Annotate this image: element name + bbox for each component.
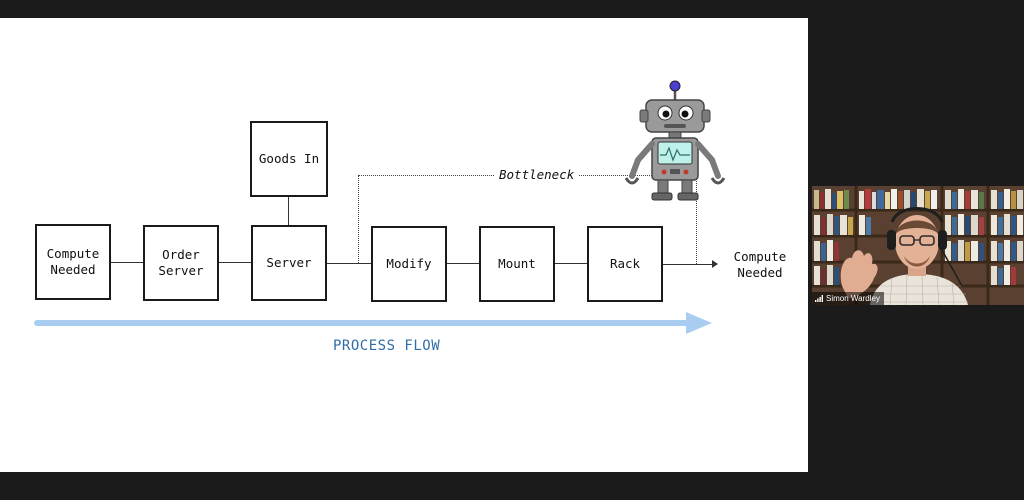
box-modify: Modify [371,226,447,302]
participant-video-feed [812,186,1024,305]
box-mount: Mount [479,226,555,302]
box-compute-needed: Compute Needed [35,224,111,300]
participant-name-bar: Simon Wardley [812,292,884,305]
connector-line [218,262,251,263]
connector-line [554,263,588,264]
connector-line [662,264,714,265]
arrowhead-icon [712,260,718,268]
box-goods-in: Goods In [250,121,328,197]
box-server: Server [251,225,327,301]
connector-line [326,263,372,264]
process-flow-arrow [34,312,712,334]
bottleneck-path [358,175,359,263]
shared-slide: Bottleneck Compute Needed Order Server S… [0,18,808,472]
process-flow-label: PROCESS FLOW [333,338,441,354]
bottleneck-path [696,175,697,264]
end-compute-needed-label: Compute Needed [733,249,787,280]
connector-line [446,263,480,264]
bottleneck-label: Bottleneck [495,167,579,182]
participant-name: Simon Wardley [826,294,880,303]
participant-video-tile[interactable]: Simon Wardley [812,186,1024,305]
box-order-server: Order Server [143,225,219,301]
box-rack: Rack [587,226,663,302]
connector-line [110,262,143,263]
robot-icon [624,80,726,201]
connector-line [288,196,289,226]
signal-bars-icon [815,295,823,302]
